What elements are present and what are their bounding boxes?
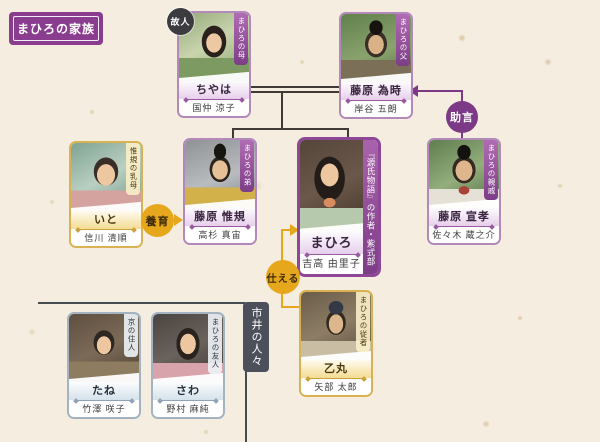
portrait-otomaru: まひろの従者: [301, 292, 371, 360]
person-name-otomaru: 乙丸: [301, 360, 371, 378]
portrait-ito: 惟規の乳母: [71, 143, 141, 211]
person-card-tametoki: まひろの父 藤原 為時 岸谷 五朗: [339, 12, 413, 119]
nurture-badge: 養育: [141, 204, 174, 237]
relation-ribbon-mahiro: 『源氏物語』の作者・紫式部: [363, 140, 378, 274]
drop-line-mahiro: [347, 128, 349, 139]
advice-arrowhead-icon: [409, 85, 418, 97]
portrait-tametoki: まひろの父: [341, 14, 411, 82]
children-stem-line: [281, 93, 283, 130]
diagram-title-text: まひろの家族: [16, 22, 95, 36]
relation-ribbon-tametoki: まひろの父: [396, 14, 410, 66]
portrait-chiyaha: まひろの母: [179, 13, 249, 81]
serve-line-up: [281, 229, 283, 262]
person-name-ito: いと: [71, 211, 141, 229]
actor-name-ito: 信川 清順: [71, 230, 141, 246]
actor-name-mahiro: 吉高 由里子: [300, 255, 363, 274]
portrait-nobutaka: まひろの親戚: [429, 140, 499, 208]
advice-badge: 助言: [446, 101, 478, 133]
actor-name-tametoki: 岸谷 五朗: [341, 101, 411, 117]
serve-line-top: [281, 229, 293, 231]
person-card-sawa: まひろの友人 さわ 野村 麻純: [151, 312, 225, 419]
person-card-otomaru: まひろの従者 乙丸 矢部 太郎: [299, 290, 373, 397]
relation-ribbon-ito: 惟規の乳母: [126, 143, 140, 195]
separator: [436, 226, 492, 227]
portrait-mahiro: [300, 140, 363, 232]
relation-ribbon-otomaru: まひろの従者: [356, 292, 370, 352]
portrait-tane: 京の住人: [69, 314, 139, 382]
person-name-mahiro: まひろ: [300, 232, 363, 254]
separator: [348, 100, 404, 101]
actor-name-otomaru: 矢部 太郎: [301, 379, 371, 395]
person-name-chiyaha: ちやは: [179, 81, 249, 99]
relation-ribbon-tane: 京の住人: [124, 314, 138, 357]
actor-name-tane: 竹澤 咲子: [69, 401, 139, 417]
actor-name-sawa: 野村 麻純: [153, 401, 223, 417]
separator: [186, 99, 242, 100]
person-name-tane: たね: [69, 382, 139, 400]
marriage-line: [251, 86, 339, 93]
separator: [76, 400, 132, 401]
portrait-sawa: まひろの友人: [153, 314, 223, 382]
person-card-nobunori: まひろの弟 藤原 惟規 高杉 真宙: [183, 138, 257, 245]
children-branch-line: [232, 128, 349, 130]
person-name-tametoki: 藤原 為時: [341, 82, 411, 100]
drop-line-nobunori: [232, 128, 234, 140]
commoners-bracket-vertical: [245, 370, 247, 442]
person-card-nobutaka: まひろの親戚 藤原 宣孝 佐々木 蔵之介: [427, 138, 501, 245]
group-label-commoners: 市井の人々: [243, 302, 269, 372]
serve-badge: 仕える: [266, 260, 300, 294]
diagram-title: まひろの家族: [10, 13, 102, 44]
serve-line-down: [281, 292, 283, 308]
separator: [192, 226, 248, 227]
person-card-ito: 惟規の乳母 いと 信川 清順: [69, 141, 143, 248]
person-card-tane: 京の住人 たね 竹澤 咲子: [67, 312, 141, 419]
relation-ribbon-nobunori: まひろの弟: [240, 140, 254, 192]
separator: [308, 378, 364, 379]
portrait-nobunori: まひろの弟: [185, 140, 255, 208]
serve-line-bottom: [281, 306, 300, 308]
separator: [160, 400, 216, 401]
nurture-arrowhead-icon: [174, 214, 183, 226]
separator: [307, 254, 358, 255]
actor-name-chiyaha: 国仲 涼子: [179, 100, 249, 116]
person-name-nobunori: 藤原 惟規: [185, 208, 255, 226]
person-name-sawa: さわ: [153, 382, 223, 400]
relation-ribbon-sawa: まひろの友人: [208, 314, 222, 374]
serve-arrowhead-icon: [290, 224, 299, 236]
deceased-badge: 故人: [167, 8, 194, 35]
person-card-chiyaha: まひろの母 ちやは 国仲 涼子: [177, 11, 251, 118]
actor-name-nobutaka: 佐々木 蔵之介: [429, 227, 499, 243]
relation-ribbon-nobutaka: まひろの親戚: [484, 140, 498, 200]
advice-line-horizontal: [417, 90, 463, 92]
relation-ribbon-chiyaha: まひろの母: [234, 13, 248, 65]
person-name-nobutaka: 藤原 宣孝: [429, 208, 499, 226]
person-card-mahiro: 『源氏物語』の作者・紫式部 まひろ 吉高 由里子: [297, 137, 381, 277]
actor-name-nobunori: 高杉 真宙: [185, 227, 255, 243]
separator: [78, 229, 134, 230]
commoners-bracket-horizontal: [38, 302, 245, 304]
